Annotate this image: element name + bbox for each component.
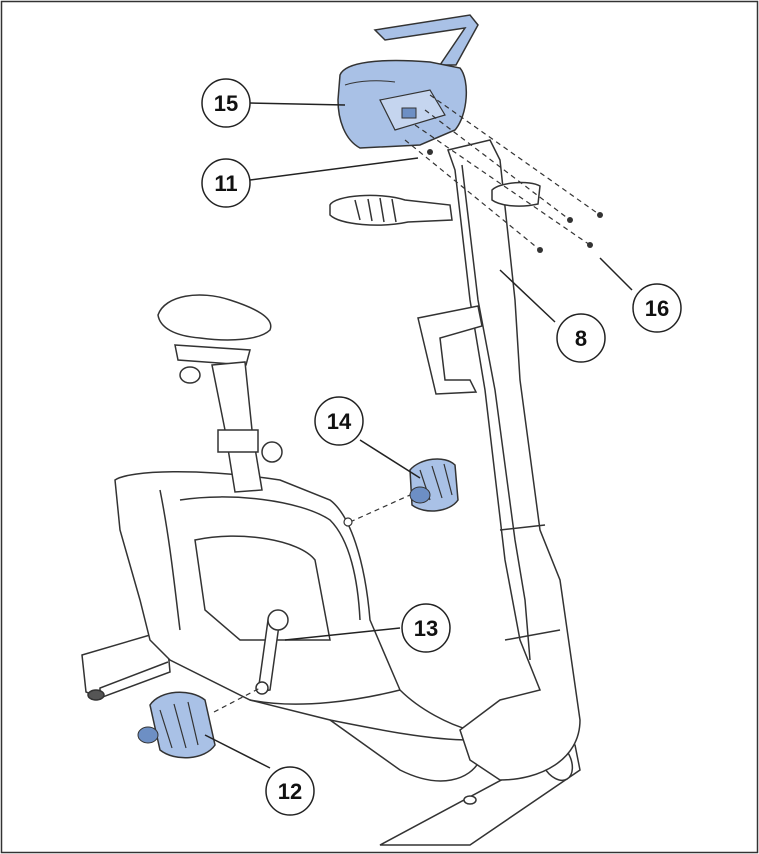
crank-arm — [255, 609, 289, 695]
screw-part-11 — [427, 149, 433, 155]
callout-11: 11 — [201, 158, 251, 208]
callout-16: 16 — [632, 283, 682, 333]
callout-15-label: 15 — [214, 91, 238, 116]
callout-12: 12 — [265, 766, 315, 816]
callout-leaders — [204, 102, 633, 769]
crank-spindle-right — [343, 517, 353, 527]
assembly-guide-lines — [213, 94, 601, 713]
rear-stabilizer — [81, 634, 171, 701]
pedal-part-12 — [137, 691, 216, 759]
console-part-15 — [337, 14, 479, 149]
handlebar — [329, 181, 541, 226]
callout-16-label: 16 — [645, 296, 669, 321]
callout-13-label: 13 — [414, 616, 438, 641]
pedal-part-14 — [409, 458, 459, 512]
callout-11-label: 11 — [214, 171, 237, 196]
screws-part-16 — [537, 212, 603, 253]
callout-14: 14 — [314, 396, 364, 446]
callout-8: 8 — [556, 313, 606, 363]
bike-main-body — [114, 470, 481, 782]
callout-12-label: 12 — [278, 779, 302, 804]
callout-15: 15 — [201, 78, 251, 128]
seat-assembly — [157, 294, 283, 493]
callout-8-label: 8 — [575, 326, 587, 351]
callout-14-label: 14 — [327, 409, 352, 434]
callout-13: 13 — [401, 603, 451, 653]
console-mast — [417, 139, 581, 781]
